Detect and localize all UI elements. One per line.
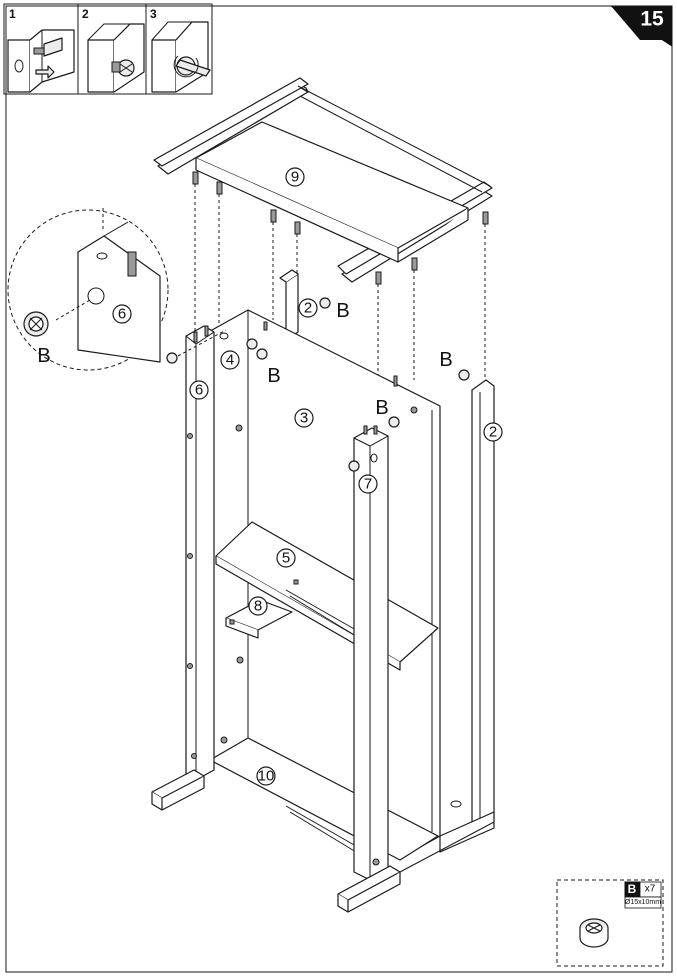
dowel-detail (127, 251, 137, 277)
part-label-9 (285, 167, 305, 187)
alignment-guides (194, 184, 486, 380)
cam-letter-detail: B (37, 345, 50, 367)
step-number: 15 (640, 8, 664, 31)
left-foot (151, 769, 205, 811)
step-badge: 15 (609, 5, 673, 47)
substep-1-number: 1 (9, 7, 16, 21)
part-number-7: 7 (364, 476, 372, 493)
top-edge-hardware: 4 B (177, 321, 281, 387)
part-number-6-detail: 6 (118, 306, 126, 323)
part-number-9: 9 (291, 169, 299, 186)
hardware-legend: B x7 Ø15x10mm (556, 879, 664, 967)
part-number-6: 6 (195, 382, 203, 399)
right-foot (337, 821, 495, 913)
part-number-8: 8 (254, 598, 262, 615)
cam-letter-mid: B (375, 397, 388, 419)
side-panel-part-2-right: 2 B (439, 349, 503, 853)
substep-3: 3 (150, 7, 211, 93)
part-number-3: 3 (300, 410, 308, 427)
rail-part-8: 8 (225, 596, 293, 639)
upright-part-6: 6 (166, 325, 215, 781)
substep-1: 1 (7, 7, 75, 93)
substep-2: 2 (82, 7, 145, 93)
part-number-2-right: 2 (489, 424, 497, 441)
substep-panels: 1 2 3 (3, 3, 213, 95)
upright-part-7: 7 B (348, 375, 418, 881)
hardware-legend-letter: B (628, 882, 637, 896)
part-number-2-upper: 2 (304, 300, 312, 317)
hardware-legend-size: Ø15x10mm (625, 899, 661, 906)
part-number-10: 10 (258, 768, 275, 785)
cam-letter-upper: B (336, 300, 349, 322)
part-number-5: 5 (282, 550, 290, 567)
substep-3-number: 3 (150, 7, 157, 21)
top-frame-part-9: 9 (153, 77, 493, 380)
upright-part-2-upper: 2 B (279, 269, 350, 341)
cam-lock-detail-icon (23, 311, 49, 337)
cam-letter-right: B (439, 349, 452, 371)
cam-letter-left: B (267, 365, 280, 387)
hardware-legend-quantity: x7 (645, 884, 656, 895)
page-border (5, 5, 673, 973)
substep-2-number: 2 (82, 7, 89, 21)
part-number-4: 4 (226, 352, 234, 369)
detail-callout: 6 B (7, 208, 169, 371)
cam-lock-icon (579, 918, 609, 948)
